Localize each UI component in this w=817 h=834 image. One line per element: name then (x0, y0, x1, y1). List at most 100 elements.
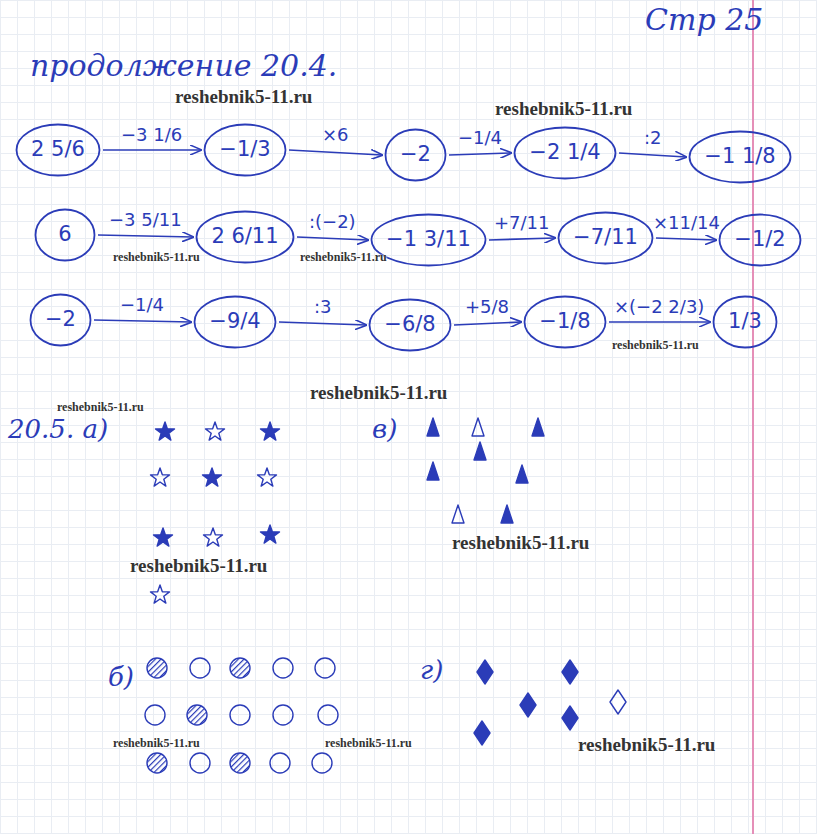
arrow-connector (454, 322, 521, 325)
outline-star (150, 468, 169, 486)
outline-star (257, 468, 276, 486)
handwritten-note: б) (108, 662, 134, 692)
arrow-connector (619, 153, 686, 157)
arrow-connector (656, 238, 716, 240)
circle-outline (525, 297, 606, 348)
filled-star (260, 525, 279, 543)
circle-value: −1 3/11 (386, 227, 471, 252)
watermark: reshebnik5-11.ru (113, 250, 200, 265)
operation-label: ×11/14 (651, 212, 722, 234)
arrow-connector (279, 322, 366, 325)
outline-circle (273, 705, 293, 725)
outline-diamond (610, 690, 626, 714)
filled-diamond (477, 660, 493, 684)
filled-star (155, 422, 174, 440)
circle-value: −1/2 (734, 227, 785, 252)
operation-label: :3 (312, 296, 334, 318)
filled-diamond (562, 706, 578, 730)
outline-circle (312, 753, 332, 773)
arrow-connector (103, 149, 201, 151)
number-circle: −6/8 (368, 298, 452, 352)
operation-label: :(−2) (307, 211, 358, 233)
arrow-connector (98, 235, 193, 237)
filled-star (260, 422, 279, 440)
circle-value: −1 1/8 (704, 144, 775, 169)
circle-value: −2 1/4 (529, 140, 600, 165)
circle-value: −6/8 (384, 312, 435, 337)
outline-triangle (472, 418, 484, 436)
outline-circle (273, 658, 293, 678)
hatched-circle (147, 658, 167, 678)
hatched-circle (147, 753, 167, 773)
filled-star (202, 468, 221, 486)
hatched-circle (230, 753, 250, 773)
circle-outline (197, 212, 294, 263)
number-circle: −1 1/8 (688, 130, 792, 184)
hatched-circle (230, 658, 250, 678)
number-circle: −1 3/11 (370, 213, 487, 267)
number-circle: −2 (384, 128, 447, 182)
operation-label: :2 (642, 127, 664, 149)
circle-value: −7/11 (573, 225, 638, 250)
watermark: reshebnik5-11.ru (452, 532, 589, 554)
handwritten-note: г) (420, 655, 443, 685)
operation-label: −1/4 (118, 294, 166, 316)
hatched-circle (187, 705, 207, 725)
outline-star (150, 585, 169, 603)
outline-triangle (452, 505, 464, 523)
circle-outline (386, 130, 446, 181)
circle-value: 2 6/11 (211, 224, 278, 249)
watermark: reshebnik5-11.ru (130, 555, 267, 577)
circle-value: −9/4 (209, 309, 260, 334)
watermark: reshebnik5-11.ru (57, 400, 144, 415)
filled-triangle (474, 442, 486, 460)
operation-label: −3 1/6 (119, 124, 184, 146)
circle-outline (36, 210, 95, 261)
watermark: reshebnik5-11.ru (113, 736, 200, 751)
margin-line (752, 0, 754, 834)
circle-outline (372, 215, 486, 266)
outline-circle (230, 705, 250, 725)
operation-label: ×(−2 2/3) (612, 296, 706, 318)
handwritten-note: 20.5. а) (8, 414, 108, 444)
number-circle: −1/8 (523, 295, 607, 349)
watermark: reshebnik5-11.ru (612, 338, 699, 353)
operation-label: −3 5/11 (107, 209, 184, 231)
watermark: reshebnik5-11.ru (310, 382, 447, 404)
number-circle: −2 (29, 293, 92, 347)
circle-outline (714, 297, 777, 348)
circle-outline (690, 132, 791, 183)
circle-value: −1/3 (219, 137, 270, 162)
number-circle: 2 6/11 (195, 210, 295, 264)
circle-value: −1/8 (539, 309, 590, 334)
operation-label: +7/11 (492, 212, 552, 234)
operation-label: −1/4 (456, 127, 504, 149)
arrow-connector (449, 153, 511, 155)
circle-outline (720, 215, 801, 266)
watermark: reshebnik5-11.ru (325, 736, 412, 751)
arrow-connector (489, 238, 555, 240)
arrow-connector (94, 320, 191, 322)
filled-triangle (427, 462, 439, 480)
outline-star (203, 528, 222, 546)
arrow-connector (297, 237, 368, 240)
circle-outline (515, 128, 616, 179)
outline-circle (190, 753, 210, 773)
watermark: reshebnik5-11.ru (578, 734, 715, 756)
number-circle: 2 5/6 (15, 123, 101, 177)
number-circle: 6 (34, 208, 96, 262)
circle-outline (31, 295, 91, 346)
circle-outline (195, 297, 276, 348)
number-circle: −1/2 (718, 213, 802, 267)
handwritten-note: Стр 25 (645, 2, 763, 37)
circle-value: −2 (45, 307, 76, 332)
filled-diamond (562, 660, 578, 684)
filled-star (153, 528, 172, 546)
outline-circle (315, 658, 335, 678)
outline-circle (318, 705, 338, 725)
circle-value: −2 (400, 142, 431, 167)
circle-outline (17, 125, 100, 176)
filled-triangle (501, 505, 513, 523)
number-circle: −9/4 (193, 295, 277, 349)
number-circle: −2 1/4 (513, 126, 617, 180)
